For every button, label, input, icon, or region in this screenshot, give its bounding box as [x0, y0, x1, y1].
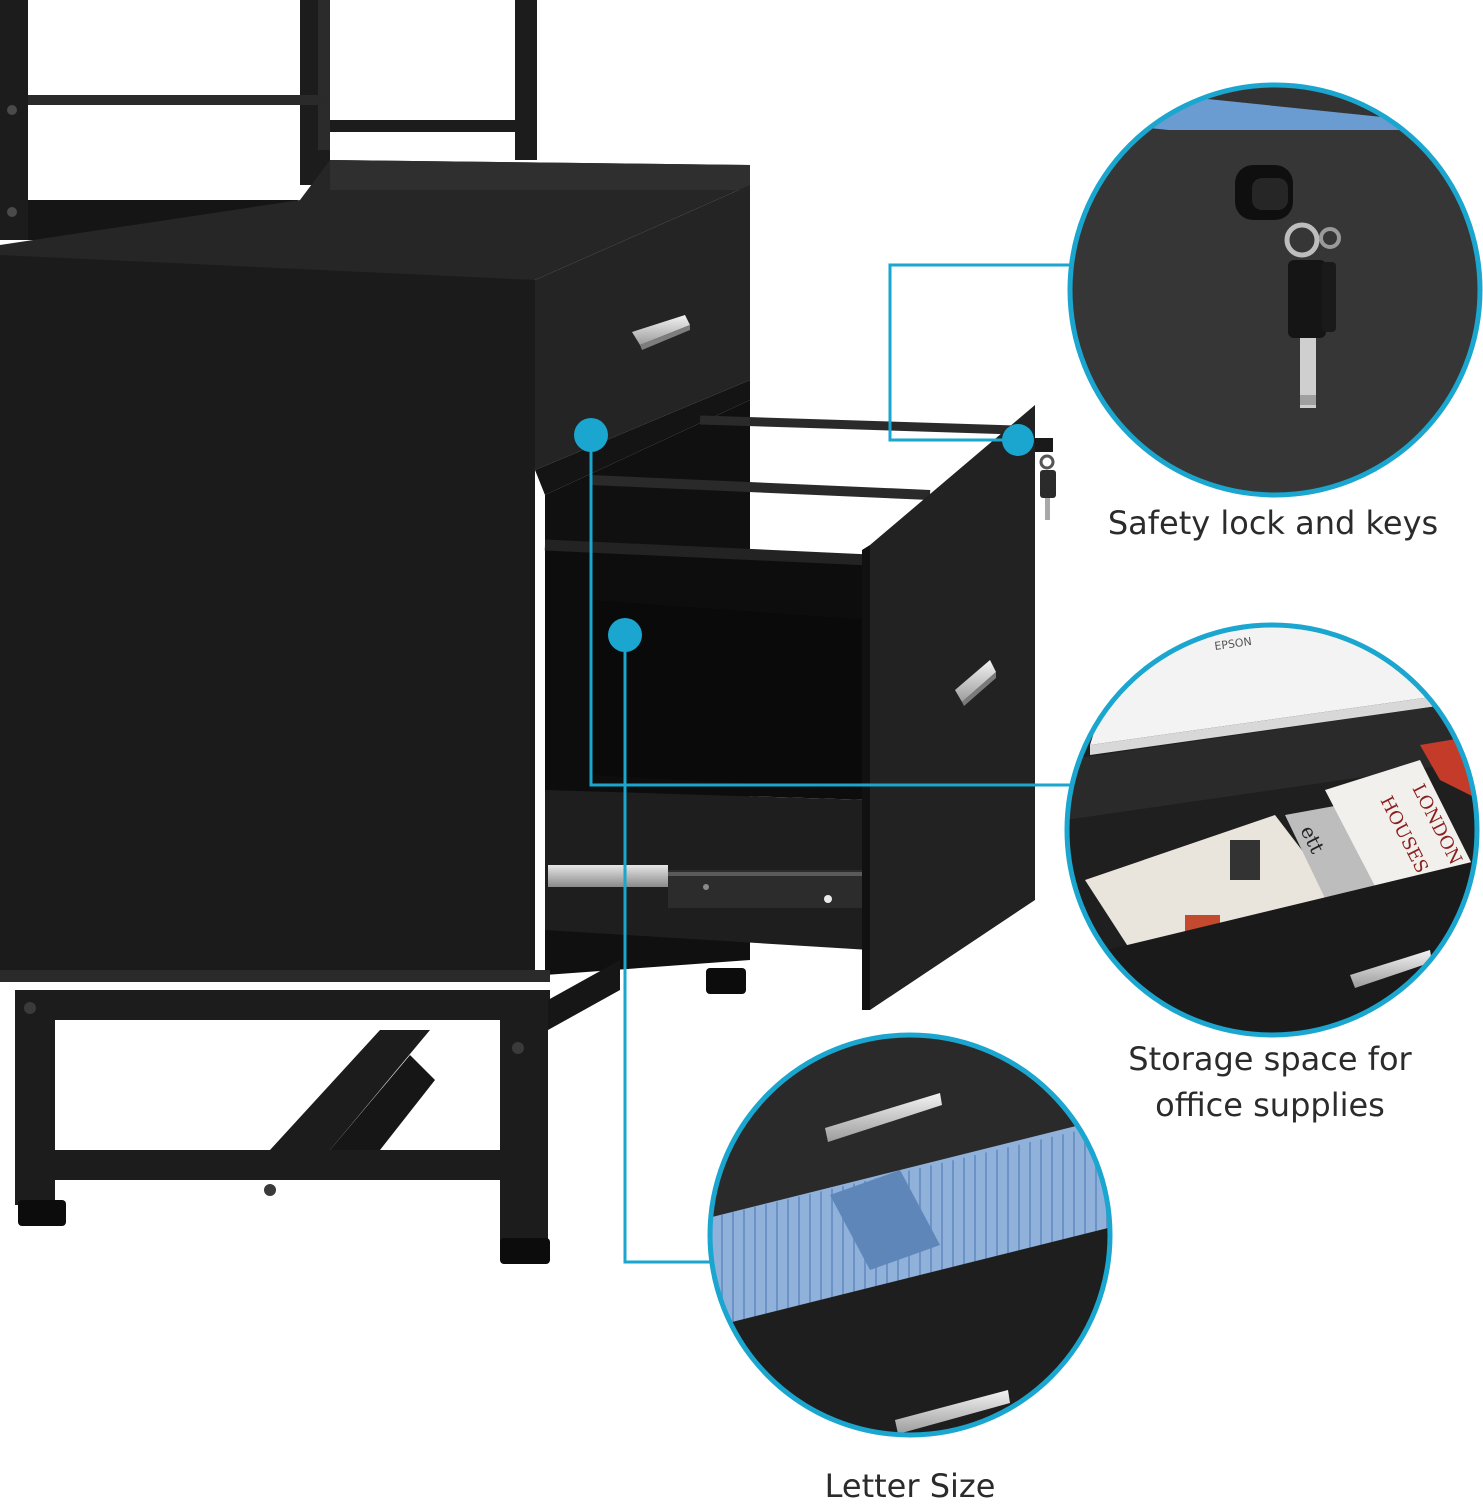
caption-letter-size: Letter Size [824, 1467, 996, 1505]
top-drawer-handle [632, 315, 690, 350]
callout-lines [589, 263, 1072, 1264]
caption-safety-lock: Safety lock and keys [1107, 504, 1439, 542]
lock-closeup [1067, 82, 1483, 498]
callout-dots [574, 418, 1034, 652]
letter-closeup [707, 1032, 1113, 1438]
caption-storage-line-2: office supplies [1155, 1086, 1385, 1124]
caption-storage-space: Storage space for office supplies [1085, 1036, 1455, 1128]
caption-storage-line-1: Storage space for [1128, 1040, 1412, 1078]
printer-brand: EPSON [1214, 635, 1253, 653]
open-file-drawer [544, 405, 1056, 1010]
storage-closeup: EPSON HOUSES LONDON ett [1064, 622, 1480, 1038]
base-frame [15, 960, 746, 1264]
